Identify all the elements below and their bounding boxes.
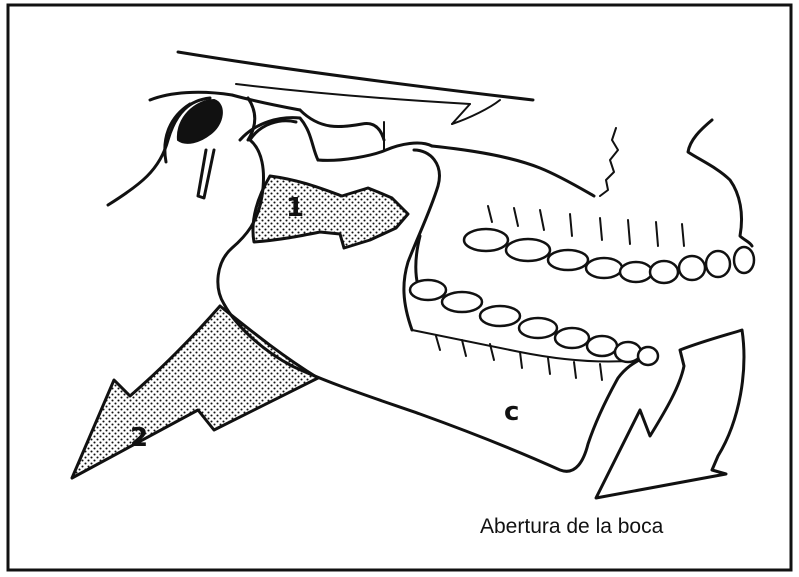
region-1-muscle: 1 — [253, 176, 408, 248]
mandible-label: c — [504, 397, 519, 427]
region-2-label: 2 — [130, 423, 148, 453]
region-2-muscle: 2 — [72, 306, 318, 478]
skull-outline — [108, 52, 752, 246]
region-1-label: 1 — [286, 193, 304, 223]
caption: Abertura de la boca — [480, 515, 664, 538]
lower-teeth — [410, 280, 658, 365]
upper-teeth — [464, 206, 754, 283]
figure-frame — [8, 5, 791, 570]
